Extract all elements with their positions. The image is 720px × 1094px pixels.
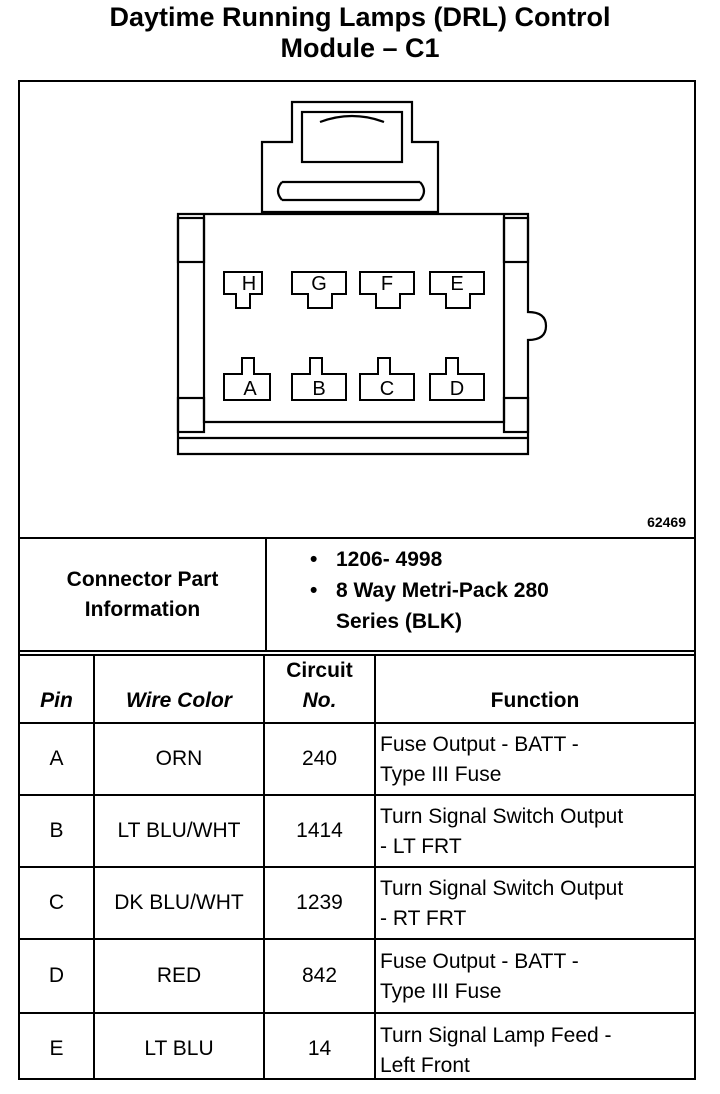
title-line-1: Daytime Running Lamps (DRL) Control: [109, 2, 611, 32]
divider-row-c: [20, 938, 694, 940]
row-d-circuit: 842: [301, 964, 338, 987]
row-c-function-line-1: Turn Signal Switch Output: [380, 877, 624, 900]
connector-info-label: Connector Part Information: [20, 540, 265, 650]
row-a-function-line-2: Type III Fuse: [380, 763, 502, 786]
divider-row-b: [20, 866, 694, 868]
divider-row-d: [20, 1012, 694, 1014]
row-a-function: Fuse Output - BATT - Type III Fuse: [380, 730, 579, 790]
cavity-a: [223, 357, 271, 401]
cavity-h: [223, 271, 263, 309]
header-wire-color: Wire Color: [126, 689, 232, 712]
connector-body: [176, 212, 548, 456]
header-circuit: Circuit No.: [265, 656, 374, 716]
divider-info-double: [20, 654, 694, 656]
row-b-wire: LT BLU/WHT: [117, 819, 241, 842]
header-function: Function: [490, 689, 580, 712]
figure-number: 62469: [647, 514, 686, 530]
connector-info-list: • 1206- 4998 • 8 Way Metri-Pack 280 Seri…: [310, 544, 549, 637]
row-a-circuit: 240: [301, 747, 338, 770]
divider-col-circuit: [374, 654, 376, 1080]
pin-label-b: B: [312, 378, 325, 400]
row-e-function: Turn Signal Lamp Feed - Left Front: [380, 1021, 612, 1081]
row-e-function-line-2: Left Front: [380, 1054, 470, 1077]
divider-diagram: [20, 537, 694, 539]
cavity-b: [291, 357, 347, 401]
bullet-icon: •: [310, 579, 318, 602]
row-b-function-line-1: Turn Signal Switch Output: [380, 805, 624, 828]
row-c-circuit: 1239: [296, 891, 343, 914]
bullet-icon: •: [310, 548, 318, 571]
connector-document-frame: H G F E A B C D 62469 Connector Part Inf…: [18, 80, 696, 1080]
row-b-function: Turn Signal Switch Output - LT FRT: [380, 802, 623, 862]
series-line-2: Series (BLK): [336, 610, 463, 633]
row-d-function: Fuse Output - BATT - Type III Fuse: [380, 947, 579, 1007]
connector-face-diagram: H G F E A B C D: [176, 100, 548, 456]
row-b-function-line-2: - LT FRT: [380, 835, 462, 858]
row-b-circuit: 1414: [296, 819, 343, 842]
row-d-wire: RED: [156, 964, 202, 987]
connector-info-label-line-2: Information: [84, 598, 201, 621]
pin-label-g: G: [311, 273, 327, 295]
pin-label-a: A: [243, 378, 257, 400]
row-b-pin: B: [49, 819, 64, 842]
row-d-pin: D: [48, 964, 65, 987]
divider-header: [20, 722, 694, 724]
row-e-wire: LT BLU: [144, 1037, 214, 1060]
row-a-wire: ORN: [155, 747, 203, 770]
part-number-item: • 1206- 4998: [310, 544, 549, 575]
pin-label-h: H: [242, 273, 256, 295]
divider-col-wire: [263, 654, 265, 1080]
row-d-function-line-1: Fuse Output - BATT -: [380, 950, 579, 973]
row-d-function-line-2: Type III Fuse: [380, 980, 502, 1003]
pin-label-c: C: [380, 378, 394, 400]
pin-label-f: F: [381, 273, 393, 295]
connector-info-label-line-1: Connector Part: [66, 568, 219, 591]
cavity-c: [359, 357, 415, 401]
row-a-function-line-1: Fuse Output - BATT -: [380, 733, 579, 756]
row-e-circuit: 14: [307, 1037, 332, 1060]
divider-col-pin: [93, 654, 95, 1080]
row-e-function-line-1: Turn Signal Lamp Feed -: [380, 1024, 612, 1047]
cavity-f: [359, 271, 415, 309]
cavity-e: [429, 271, 485, 309]
series-item: • 8 Way Metri-Pack 280: [310, 575, 549, 606]
connector-latch: [260, 100, 440, 214]
header-pin: Pin: [40, 689, 73, 712]
divider-info-column: [265, 538, 267, 650]
page-title: Daytime Running Lamps (DRL) Control Modu…: [0, 2, 720, 64]
cavity-d: [429, 357, 485, 401]
series-line-1: 8 Way Metri-Pack 280: [336, 579, 549, 602]
row-c-pin: C: [48, 891, 65, 914]
row-c-wire: DK BLU/WHT: [114, 891, 244, 914]
part-number: 1206- 4998: [336, 548, 443, 571]
pin-label-e: E: [450, 273, 463, 295]
divider-info: [20, 650, 694, 652]
pin-label-d: D: [450, 378, 464, 400]
row-a-pin: A: [49, 747, 64, 770]
row-c-function-line-2: - RT FRT: [380, 907, 467, 930]
divider-row-a: [20, 794, 694, 796]
header-circuit-line-2: No.: [302, 689, 337, 712]
header-circuit-line-1: Circuit: [286, 659, 353, 682]
row-e-pin: E: [49, 1037, 64, 1060]
row-c-function: Turn Signal Switch Output - RT FRT: [380, 874, 623, 934]
title-line-2: Module – C1: [280, 33, 440, 63]
cavity-g: [291, 271, 347, 309]
